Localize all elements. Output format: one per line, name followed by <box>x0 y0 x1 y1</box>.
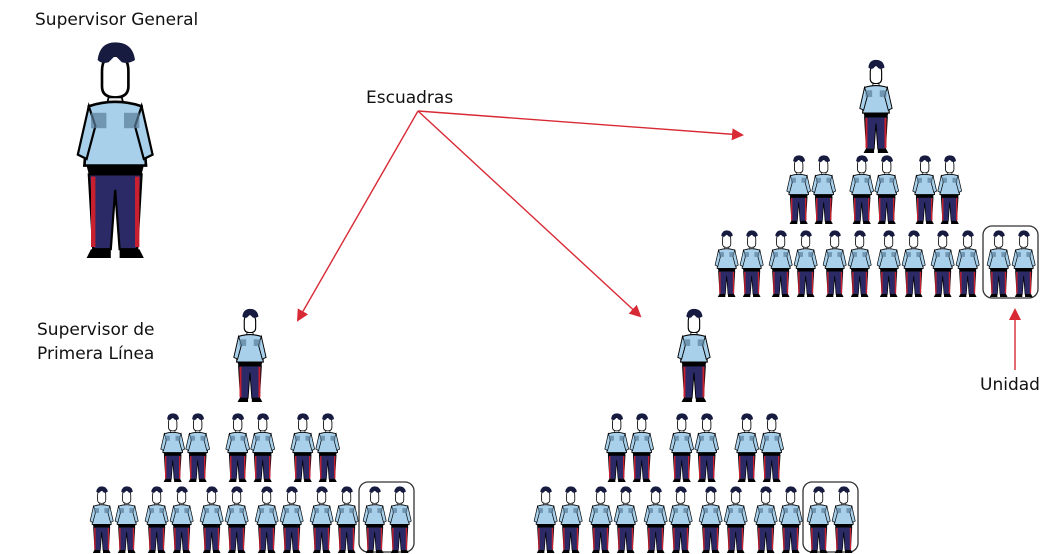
guard-icon <box>858 58 894 153</box>
guard-icon <box>786 154 812 224</box>
guard-icon <box>986 229 1011 297</box>
supervisor-general-label: Supervisor General <box>35 10 199 30</box>
guard-icon <box>78 42 153 258</box>
guard-icon <box>199 485 224 553</box>
guard-icon <box>232 307 268 402</box>
guard-icon <box>778 485 803 553</box>
team-row-middle <box>604 412 785 482</box>
guard-icon <box>822 229 847 297</box>
guard-icon <box>698 485 723 553</box>
arrows-escuadras <box>297 110 1021 370</box>
guard-icon <box>723 485 748 553</box>
guard-icon <box>694 412 720 482</box>
squad-right <box>714 58 1039 299</box>
squad-left <box>89 307 415 553</box>
guard-icon <box>714 229 739 297</box>
unit-box-right <box>982 225 1039 299</box>
arrow-left-squad <box>297 110 419 322</box>
guard-icon <box>955 229 980 297</box>
guard-icon <box>876 229 901 297</box>
guard-icon <box>533 485 558 553</box>
guard-icon <box>225 412 251 482</box>
guard-icon <box>89 485 114 553</box>
guard-icon <box>753 485 778 553</box>
guard-icon <box>334 485 359 553</box>
guard-icon <box>279 485 304 553</box>
guard-icon <box>874 154 900 224</box>
guard-icon <box>739 229 764 297</box>
guard-icon <box>169 485 194 553</box>
guard-icon <box>144 485 169 553</box>
guard-icon <box>629 412 655 482</box>
unit-row-left <box>89 481 415 553</box>
arrow-middle-squad <box>417 110 642 318</box>
guard-icon <box>613 485 638 553</box>
guard-icon <box>558 485 583 553</box>
guard-icon <box>254 485 279 553</box>
squad-middle <box>533 307 859 553</box>
guard-icon <box>362 485 387 553</box>
guard-icon <box>643 485 668 553</box>
guard-icon <box>185 412 211 482</box>
guard-icon <box>901 229 926 297</box>
guard-icon <box>669 412 695 482</box>
team-row-left <box>160 412 341 482</box>
guard-icon <box>676 307 712 402</box>
guard-icon <box>768 229 793 297</box>
guard-icon <box>309 485 334 553</box>
guard-icon <box>387 485 412 553</box>
guard-icon <box>250 412 276 482</box>
unit-box-left <box>358 481 415 553</box>
unidad-label: Unidad <box>980 375 1040 395</box>
guard-icon <box>793 229 818 297</box>
arrow-right-squad <box>417 110 744 141</box>
guard-icon <box>849 154 875 224</box>
guard-icon <box>831 485 856 553</box>
guard-icon <box>224 485 249 553</box>
unit-row-right <box>714 225 1039 299</box>
supervisor-general <box>78 42 153 258</box>
guard-icon <box>668 485 693 553</box>
supervisor-primera-linea-line2: Primera Línea <box>37 344 155 364</box>
supervisor-primera-linea-line1: Supervisor de <box>37 320 155 340</box>
guard-icon <box>912 154 938 224</box>
team-row-right <box>786 154 963 224</box>
guard-icon <box>290 412 316 482</box>
supervisor-primera-linea-label: Supervisor de Primera Línea <box>37 318 155 366</box>
guard-icon <box>1011 229 1036 297</box>
guard-icon <box>937 154 963 224</box>
unit-box-middle <box>802 481 859 553</box>
guard-icon <box>759 412 785 482</box>
escuadras-label: Escuadras <box>366 88 454 108</box>
guard-icon <box>734 412 760 482</box>
guard-icon <box>847 229 872 297</box>
guard-icon <box>811 154 837 224</box>
guard-icon <box>315 412 341 482</box>
guard-icon <box>160 412 186 482</box>
guard-icon <box>588 485 613 553</box>
unit-row-middle <box>533 481 859 553</box>
guard-icon <box>930 229 955 297</box>
guard-icon <box>114 485 139 553</box>
guard-icon <box>604 412 630 482</box>
guard-icon <box>806 485 831 553</box>
